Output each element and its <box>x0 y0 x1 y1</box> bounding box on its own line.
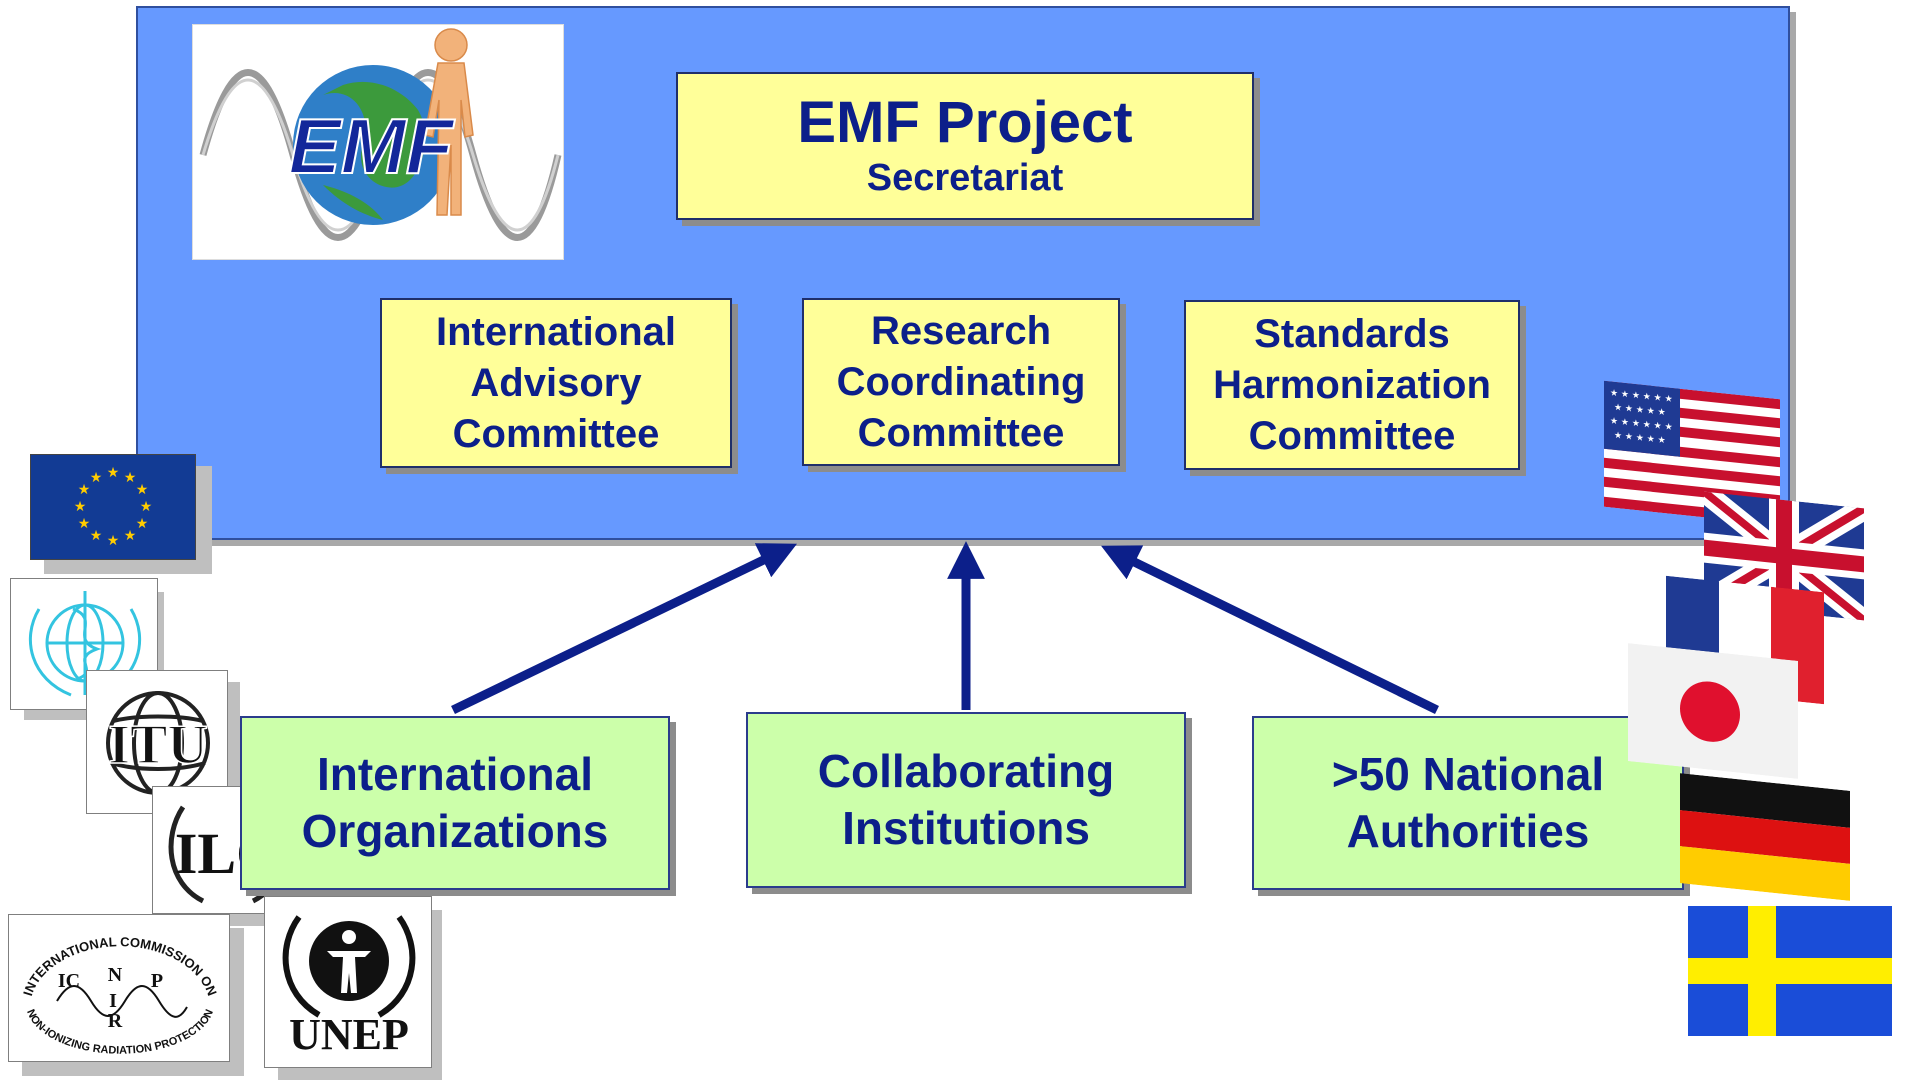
unep-emblem-icon: UNEP <box>282 915 416 1059</box>
contributor-line: Authorities <box>1346 805 1590 857</box>
svg-text:★: ★ <box>140 499 153 515</box>
contributor-line: >50 National <box>1331 748 1605 800</box>
committee-line: Standards <box>1254 311 1450 356</box>
international-advisory-committee: International Advisory Committee <box>380 298 732 468</box>
committee-line: International <box>435 309 677 354</box>
icnirp-letter: IC <box>58 970 80 992</box>
svg-text:★: ★ <box>124 528 137 544</box>
svg-text:★: ★ <box>136 482 149 498</box>
committee-line: Committee <box>452 411 660 456</box>
japan-flag-icon <box>1628 643 1798 779</box>
itu-emblem-icon: ITU <box>106 691 210 795</box>
collaborating-institutions-box: Collaborating Institutions <box>746 712 1186 888</box>
committee-line: Harmonization <box>1213 362 1491 407</box>
secretariat-subtitle: Secretariat <box>866 157 1064 199</box>
sweden-flag-icon <box>1688 906 1892 1036</box>
svg-text:★: ★ <box>78 516 91 532</box>
svg-text:★: ★ <box>107 533 120 549</box>
international-organizations-box: International Organizations <box>240 716 670 890</box>
japan-flag <box>1628 643 1798 779</box>
sweden-flag <box>1688 906 1892 1036</box>
svg-text:★: ★ <box>136 516 149 532</box>
emf-logo: EMF <box>192 24 564 260</box>
arrow-international-organizations <box>451 543 798 715</box>
germany-flag-icon <box>1680 773 1850 901</box>
committee-line: Coordinating <box>836 359 1086 404</box>
national-authorities-box: >50 National Authorities <box>1252 716 1684 890</box>
contributor-line: Organizations <box>301 805 609 857</box>
contributor-line: Collaborating <box>817 745 1115 797</box>
committee-line: Committee <box>1248 413 1456 458</box>
contributor-line: Institutions <box>842 802 1090 854</box>
standards-harmonization-committee: Standards Harmonization Committee <box>1184 300 1520 470</box>
arrow-national-authorities <box>1101 545 1439 715</box>
svg-text:★: ★ <box>90 528 103 544</box>
icnirp-letter: N <box>108 964 123 986</box>
icnirp-letter: I <box>109 990 117 1012</box>
germany-flag <box>1680 773 1850 901</box>
unep-text: UNEP <box>289 1010 409 1059</box>
svg-text:★: ★ <box>78 482 91 498</box>
contributor-line: International <box>316 748 594 800</box>
eu-stars-icon: ★★★ ★★★ ★★★ ★★★ <box>74 465 153 549</box>
icnirp-letter: R <box>108 1010 123 1032</box>
itu-text: ITU <box>108 714 208 776</box>
unep-logo: UNEP <box>264 896 432 1068</box>
committee-line: Advisory <box>470 360 642 405</box>
svg-text:★: ★ <box>74 499 87 515</box>
research-coordinating-committee: Research Coordinating Committee <box>802 298 1120 466</box>
committee-line: Committee <box>857 410 1065 455</box>
svg-text:★: ★ <box>107 465 120 481</box>
secretariat-title: EMF Project <box>797 90 1133 155</box>
emf-logo-text: EMF <box>289 102 456 190</box>
emf-logo-graphic: EMF <box>199 28 562 241</box>
icnirp-emblem-icon: INTERNATIONAL COMMISSION ON NON-IONIZING… <box>20 934 220 1057</box>
svg-text:★: ★ <box>124 470 137 486</box>
committee-line: Research <box>870 308 1052 353</box>
eu-flag: ★★★ ★★★ ★★★ ★★★ <box>30 454 196 560</box>
icnirp-letter: P <box>151 970 163 992</box>
svg-text:★: ★ <box>90 470 103 486</box>
secretariat-box: EMF Project Secretariat <box>676 72 1254 220</box>
icnirp-logo: INTERNATIONAL COMMISSION ON NON-IONIZING… <box>8 914 230 1062</box>
